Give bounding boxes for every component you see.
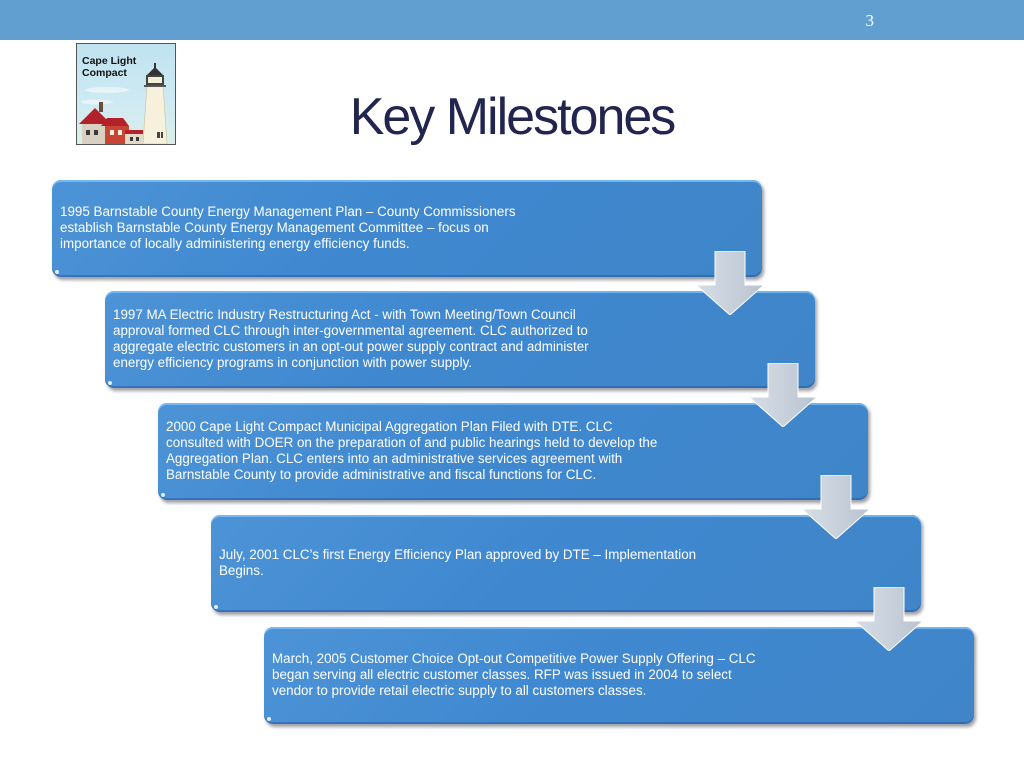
milestone-2001: July, 2001 CLC’s first Energy Efficiency… [211, 515, 921, 612]
svg-text:Cape Light: Cape Light [82, 55, 137, 67]
lighthouse-icon: Cape Light Compact [79, 55, 168, 144]
milestone-text: 2000 Cape Light Compact Municipal Aggreg… [166, 419, 658, 482]
milestone-1995: 1995 Barnstable County Energy Management… [52, 180, 762, 277]
milestone-1997: 1997 MA Electric Industry Restructuring … [105, 291, 815, 388]
milestone-text: July, 2001 CLC’s first Energy Efficiency… [219, 547, 697, 578]
milestone-text: March, 2005 Customer Choice Opt-out Comp… [272, 651, 756, 698]
milestone-2000: 2000 Cape Light Compact Municipal Aggreg… [158, 403, 868, 500]
milestone-text: 1995 Barnstable County Energy Management… [60, 204, 516, 251]
milestone-text: 1997 MA Electric Industry Restructuring … [113, 307, 589, 370]
slide-title: Key Milestones [349, 88, 677, 146]
down-arrow-icon [855, 587, 923, 651]
milestone-2005: March, 2005 Customer Choice Opt-out Comp… [264, 627, 974, 724]
svg-text:Compact: Compact [82, 67, 127, 79]
down-arrow-icon [696, 251, 764, 315]
page-number: 3 [865, 11, 875, 30]
down-arrow-icon [802, 475, 870, 539]
cape-light-compact-logo: Cape Light Compact [76, 43, 176, 145]
down-arrow-icon [749, 363, 817, 427]
top-bar: 3 [0, 0, 1024, 40]
